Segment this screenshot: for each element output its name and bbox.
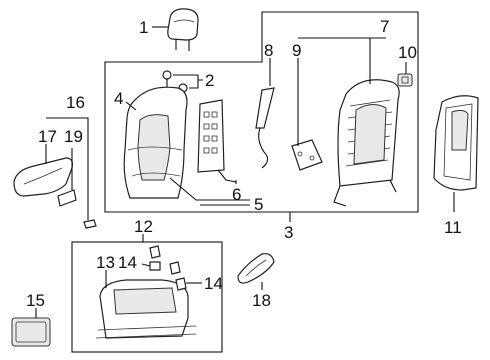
screw <box>83 219 97 229</box>
headrest <box>167 8 199 51</box>
belt-guide <box>237 253 275 284</box>
callout-15: 15 <box>26 291 45 310</box>
callout-2: 2 <box>205 71 214 90</box>
callout-12: 12 <box>134 217 153 236</box>
leader-16 <box>46 117 89 220</box>
callout-16: 16 <box>66 93 85 112</box>
callout-4: 4 <box>114 89 123 108</box>
fasteners <box>149 245 187 291</box>
leader-14a <box>141 263 151 267</box>
callout-13: 13 <box>96 253 115 272</box>
callout-8: 8 <box>264 41 273 60</box>
seat-cushion <box>95 279 197 339</box>
callout-1: 1 <box>139 18 148 37</box>
callout-17: 17 <box>38 127 57 146</box>
seat-back-shell <box>433 95 479 191</box>
callout-5: 5 <box>254 195 263 214</box>
callout-9: 9 <box>292 41 301 60</box>
callout-7: 7 <box>380 17 389 36</box>
seat-back-frame <box>333 79 400 207</box>
callout-10: 10 <box>398 43 417 62</box>
wire-harness <box>255 87 275 169</box>
callout-14b: 14 <box>204 274 223 293</box>
callout-19: 19 <box>64 127 83 146</box>
callout-14a: 14 <box>118 253 137 272</box>
callout-18: 18 <box>252 291 271 310</box>
side-cover <box>11 317 51 347</box>
clip <box>397 73 413 87</box>
lumbar-bracket <box>291 139 323 171</box>
leader-2 <box>173 74 203 89</box>
callout-3: 3 <box>284 223 293 242</box>
seat-cushion-assembly-outline <box>71 241 223 353</box>
seat-back-assembly-outline <box>104 11 419 213</box>
callout-6: 6 <box>232 185 241 204</box>
recliner-knob <box>57 189 77 207</box>
seat-back-cushion <box>123 86 188 199</box>
leader-4 <box>125 101 137 111</box>
back-panel <box>197 99 237 183</box>
leader-6 <box>169 177 250 201</box>
callout-11: 11 <box>444 218 462 237</box>
leader-7 <box>298 37 386 84</box>
side-trim-cover <box>13 157 73 197</box>
